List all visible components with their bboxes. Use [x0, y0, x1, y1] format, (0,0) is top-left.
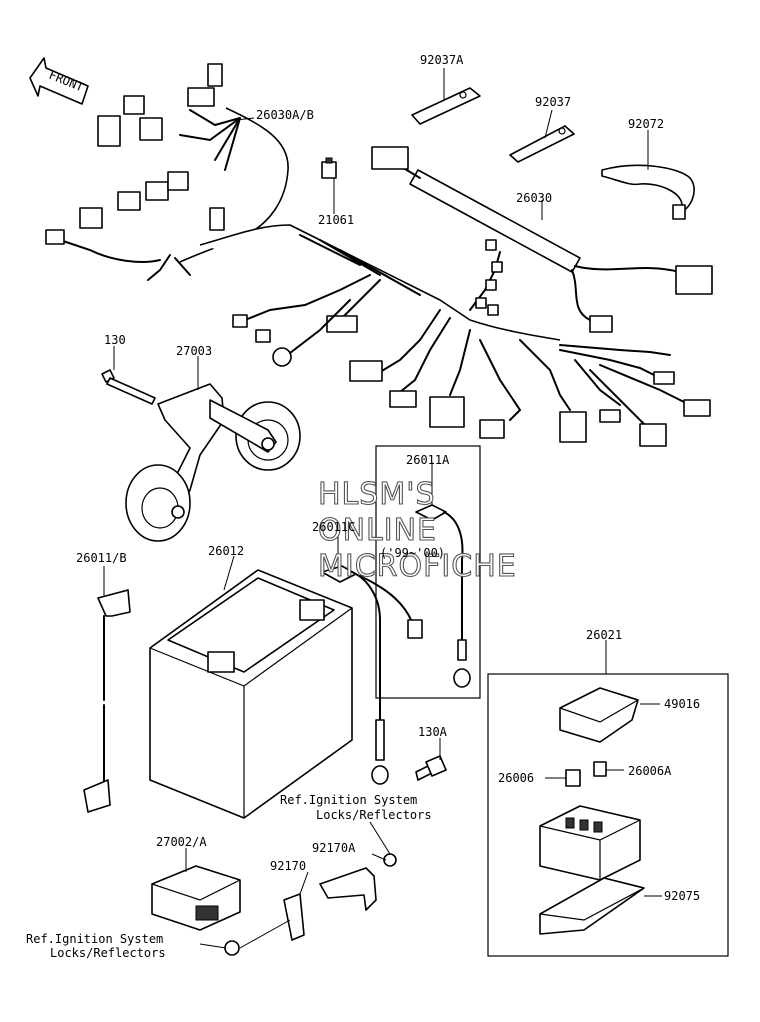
part-92170-bracket [224, 893, 305, 956]
front-arrow-icon: FRONT [29, 57, 89, 105]
main-harness-26030ab [45, 63, 561, 341]
label-ref-upper-2: Locks/Reflectors [316, 808, 432, 822]
label-92170: 92170 [270, 859, 306, 873]
label-26006: 26006 [498, 771, 534, 785]
label-ref-lower-1: Ref.Ignition System [26, 932, 163, 946]
label-92170a: 92170A [312, 841, 356, 855]
label-27003: 27003 [176, 344, 212, 358]
label-26011c: 26011C [312, 520, 355, 534]
label-92072: 92072 [628, 117, 664, 131]
label-49016: 49016 [664, 697, 700, 711]
label-21061: 21061 [318, 213, 354, 227]
watermark-line-1: HLSM'S [318, 477, 436, 512]
group-frame-26021 [487, 673, 729, 957]
label-26021: 26021 [586, 628, 622, 642]
label-26012: 26012 [208, 544, 244, 558]
part-130-bolt [101, 369, 156, 405]
part-130a-bolt [415, 755, 447, 781]
part-26021-fuse-box [539, 805, 641, 881]
label-26006a: 26006A [628, 764, 672, 778]
part-26012-battery [149, 569, 353, 819]
leader-lines [103, 68, 662, 949]
label-ref-upper-1: Ref.Ignition System [280, 793, 417, 807]
group-frame-26011a [375, 445, 481, 699]
label-year-note: ('99~'00) [380, 546, 445, 560]
label-ref-lower-2: Locks/Reflectors [50, 946, 166, 960]
label-92037a: 92037A [420, 53, 464, 67]
label-27002a: 27002/A [156, 835, 207, 849]
sub-harness-26030 [371, 146, 713, 333]
label-130: 130 [104, 333, 126, 347]
label-26030: 26030 [516, 191, 552, 205]
part-21061-connector [321, 157, 337, 179]
part-92170a-bracket [319, 853, 397, 911]
label-26011a: 26011A [406, 453, 450, 467]
part-92075-cover [539, 877, 645, 935]
part-labels: 92037A 92037 92072 26030A/B 21061 26030 … [26, 53, 700, 960]
label-26011b: 26011/B [76, 551, 127, 565]
label-26030ab: 26030A/B [256, 108, 314, 122]
watermark-line-2: ONLINE [318, 513, 437, 548]
watermark: HLSM'S ONLINE MICROFICHE [317, 476, 517, 584]
part-26011c-cable [321, 565, 423, 785]
part-27003-horn-bracket [125, 383, 301, 542]
label-130a: 130A [418, 725, 448, 739]
part-49016-cover [559, 687, 639, 743]
part-27002a-relay [151, 865, 241, 931]
label-92037: 92037 [535, 95, 571, 109]
part-92037a-strap [411, 87, 481, 125]
part-92072-tie [601, 164, 695, 220]
part-26006-fuse [565, 769, 581, 787]
part-26011a-cable [415, 504, 471, 688]
part-26011b-cable [83, 589, 131, 813]
part-92037-strap [509, 125, 575, 163]
harness-branches [232, 239, 711, 447]
part-26006a-fuse [593, 761, 607, 777]
label-92075: 92075 [664, 889, 700, 903]
watermark-line-3: MICROFICHE [318, 549, 517, 584]
